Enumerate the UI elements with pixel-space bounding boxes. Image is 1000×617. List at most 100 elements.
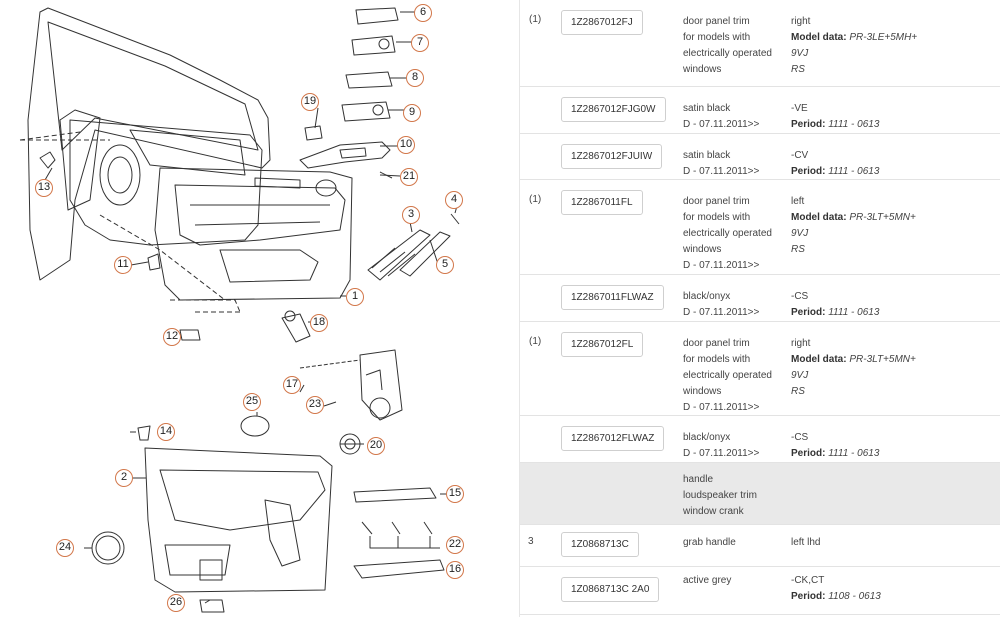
- callout-10[interactable]: 10: [397, 136, 415, 154]
- callout-6[interactable]: 6: [414, 4, 432, 22]
- callout-16[interactable]: 16: [446, 561, 464, 579]
- note-line: 9VJ: [791, 226, 916, 242]
- part-notes: -CS Period: 1111 - 0613: [791, 289, 879, 321]
- callout-4[interactable]: 4: [445, 191, 463, 209]
- part-number-button[interactable]: 1Z2867012FJG0W: [561, 97, 666, 122]
- part-description: satin black D - 07.11.2011>>: [683, 101, 759, 133]
- parts-row: 1Z0868713C 2A0 active grey -CK,CT Period…: [520, 567, 1000, 615]
- description-line: windows: [683, 244, 722, 255]
- description-line: window crank: [683, 506, 744, 517]
- note-line: -CV: [791, 150, 809, 161]
- callout-13[interactable]: 13: [35, 179, 53, 197]
- description-line: electrically operated: [683, 48, 772, 59]
- callout-11[interactable]: 11: [114, 256, 132, 274]
- note-value: 1108 - 0613: [828, 591, 881, 602]
- position-number: (1): [529, 336, 542, 347]
- note-line: -CS: [791, 291, 809, 302]
- note-label: Period:: [791, 307, 826, 318]
- description-line: for models with: [683, 354, 751, 365]
- callout-26[interactable]: 26: [167, 594, 185, 612]
- description-line: satin black: [683, 150, 731, 161]
- callout-9[interactable]: 9: [403, 104, 421, 122]
- part-description: satin black D - 07.11.2011>>: [683, 148, 759, 180]
- description-line: D - 07.11.2011>>: [683, 166, 760, 177]
- note-line: RS: [791, 384, 916, 400]
- callout-24[interactable]: 24: [56, 539, 74, 557]
- description-line: for models with: [683, 32, 751, 43]
- callout-17[interactable]: 17: [283, 376, 301, 394]
- note-value: 1111 - 0613: [828, 119, 880, 130]
- part-number-button[interactable]: 1Z2867012FJ: [561, 10, 643, 35]
- description-line: windows: [683, 386, 722, 397]
- description-line: handle: [683, 474, 714, 485]
- callout-22[interactable]: 22: [446, 536, 464, 554]
- note-line: Period: 1111 - 0613: [791, 164, 879, 180]
- callout-18[interactable]: 18: [310, 314, 328, 332]
- part-number-button[interactable]: 1Z2867011FLWAZ: [561, 285, 664, 310]
- description-line: loudspeaker trim: [683, 490, 757, 501]
- note-label: Period:: [791, 119, 826, 130]
- description-line: D - 07.11.2011>>: [683, 448, 760, 459]
- note-value: 1111 - 0613: [828, 307, 880, 318]
- part-number-button[interactable]: 1Z2867012FL: [561, 332, 644, 357]
- callout-19[interactable]: 19: [301, 93, 319, 111]
- callout-1[interactable]: 1: [346, 288, 364, 306]
- parts-row: (1) 1Z2867012FL door panel trim for mode…: [520, 322, 1000, 416]
- part-description: black/onyx D - 07.11.2011>>: [683, 430, 759, 462]
- note-line: right: [791, 16, 811, 27]
- description-line: D - 07.11.2011>>: [683, 402, 760, 413]
- callout-21[interactable]: 21: [400, 168, 418, 186]
- note-line: RS: [791, 62, 917, 78]
- note-value: RS: [791, 64, 805, 75]
- position-number: (1): [529, 14, 542, 25]
- part-number-button[interactable]: 1Z0868713C: [561, 532, 639, 557]
- callout-20[interactable]: 20: [367, 437, 385, 455]
- note-value: PR-3LT+5MN+: [849, 354, 916, 365]
- description-line: electrically operated: [683, 228, 772, 239]
- callout-3[interactable]: 3: [402, 206, 420, 224]
- description-line: for models with: [683, 212, 751, 223]
- parts-list: (1) 1Z2867012FJ door panel trim for mode…: [520, 0, 1000, 617]
- note-line: Period: 1111 - 0613: [791, 117, 879, 133]
- parts-row: (1) 1Z2867011FL door panel trim for mode…: [520, 180, 1000, 275]
- part-notes: -CS Period: 1111 - 0613: [791, 430, 879, 462]
- note-label: Period:: [791, 448, 826, 459]
- callout-5[interactable]: 5: [436, 256, 454, 274]
- note-line: -CS: [791, 432, 809, 443]
- callout-12[interactable]: 12: [163, 328, 181, 346]
- note-value: RS: [791, 386, 805, 397]
- part-number-button[interactable]: 1Z2867012FLWAZ: [561, 426, 665, 451]
- part-notes: -CK,CT Period: 1108 - 0613: [791, 573, 881, 605]
- description-line: black/onyx: [683, 291, 731, 302]
- note-line: 9VJ: [791, 368, 916, 384]
- part-notes: left Model data: PR-3LT+5MN+ 9VJ RS: [791, 194, 916, 258]
- note-value: 9VJ: [791, 370, 809, 381]
- description-line: black/onyx: [683, 432, 731, 443]
- callout-15[interactable]: 15: [446, 485, 464, 503]
- callout-14[interactable]: 14: [157, 423, 175, 441]
- part-number-button[interactable]: 1Z2867012FJUIW: [561, 144, 663, 169]
- callout-25[interactable]: 25: [243, 393, 261, 411]
- callout-8[interactable]: 8: [406, 69, 424, 87]
- parts-row: 1Z2867012FJUIW satin black D - 07.11.201…: [520, 134, 1000, 180]
- note-line: Period: 1111 - 0613: [791, 446, 879, 462]
- note-line: Period: 1108 - 0613: [791, 589, 881, 605]
- note-line: left lhd: [791, 537, 821, 548]
- description-line: door panel trim: [683, 16, 750, 27]
- part-number-button[interactable]: 1Z0868713C 2A0: [561, 577, 660, 602]
- position-number: 3: [528, 536, 534, 547]
- description-line: door panel trim: [683, 338, 750, 349]
- parts-row: 1Z2867012FJG0W satin black D - 07.11.201…: [520, 87, 1000, 134]
- callout-7[interactable]: 7: [411, 34, 429, 52]
- part-description: active grey: [683, 573, 731, 589]
- callout-2[interactable]: 2: [115, 469, 133, 487]
- position-number: (1): [529, 194, 542, 205]
- note-line: Model data: PR-3LT+5MN+: [791, 210, 916, 226]
- part-notes: left lhd: [791, 535, 820, 551]
- callout-23[interactable]: 23: [306, 396, 324, 414]
- note-line: Period: 1111 - 0613: [791, 305, 879, 321]
- part-number-button[interactable]: 1Z2867011FL: [561, 190, 643, 215]
- note-label: Model data:: [791, 212, 847, 223]
- description-line: active grey: [683, 575, 732, 586]
- part-description: grab handle: [683, 535, 736, 551]
